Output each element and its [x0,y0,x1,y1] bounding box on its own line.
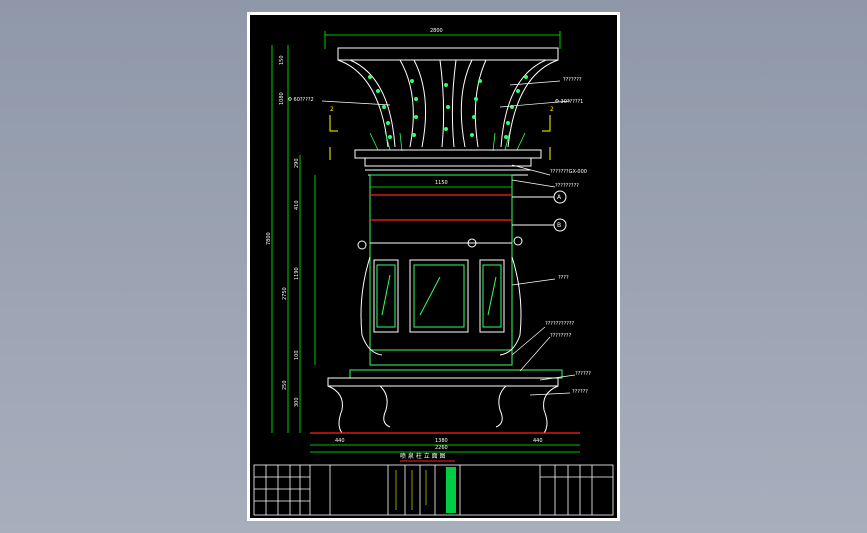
dimension-text: 2800 1150 440 1380 440 2260 150 1080 780… [266,28,543,451]
callout-6: ???? [558,275,569,281]
column-capital [337,47,559,148]
callout-8: ???????? [550,333,572,339]
column-shaft [369,174,513,366]
callout-leaders [321,80,576,396]
callout-4: ???????GX-000 [550,169,587,175]
title-block-green-mark [446,467,456,513]
dim-mid-v4: 100 [294,350,300,360]
column-base [310,369,580,434]
dim-top-width: 2800 [430,28,443,34]
dim-mid-v1: 290 [294,158,300,168]
callout-1: ??????? [563,77,582,83]
cad-drawing: 2800 1150 440 1380 440 2260 150 1080 780… [253,28,614,516]
callout-3: Φ 60????2 [288,97,314,103]
section-num-right: 2 [550,106,554,113]
section-a-label: A [557,194,562,201]
callout-text: ??????? Φ 30?????1 Φ 60????2 ???????GX-0… [288,77,591,395]
dim-base-mid: 1380 [435,438,448,444]
dim-left-v1: 150 [279,55,285,65]
title-block [253,464,614,516]
dim-mid-v2: 410 [294,200,300,210]
callout-9: ?????? [575,371,591,377]
spray-lines [369,130,526,152]
drawing-sheet: 2800 1150 440 1380 440 2260 150 1080 780… [247,12,620,521]
drawing-title: 喷 泉 柱 立 面 图 [400,452,446,460]
callout-7: ??????????? [545,321,575,327]
dim-base-left: 440 [335,438,345,444]
callout-10: ?????? [572,389,588,395]
dim-left-v5: 250 [282,380,288,390]
section-bubbles [512,190,567,232]
callout-5: ????????? [555,183,579,189]
dim-left-v2: 1080 [279,92,285,105]
dimension-lines [271,31,580,453]
dim-base-total: 2260 [435,445,448,451]
shaft-windows [357,236,523,356]
section-b-label: B [557,222,561,229]
dim-left-v6: 300 [294,397,300,407]
dim-base-right: 440 [533,438,543,444]
dim-left-v4: 2750 [282,287,288,300]
dim-left-v3: 7800 [266,232,272,245]
section-markers [329,115,551,160]
dim-mid-v3: 1190 [294,267,300,280]
capital-plate [354,149,542,176]
title-block-text-marks [395,470,427,510]
section-num-left: 2 [330,106,334,113]
callout-2: Φ 30?????1 [555,99,583,105]
dim-drum-width: 1150 [435,180,448,186]
